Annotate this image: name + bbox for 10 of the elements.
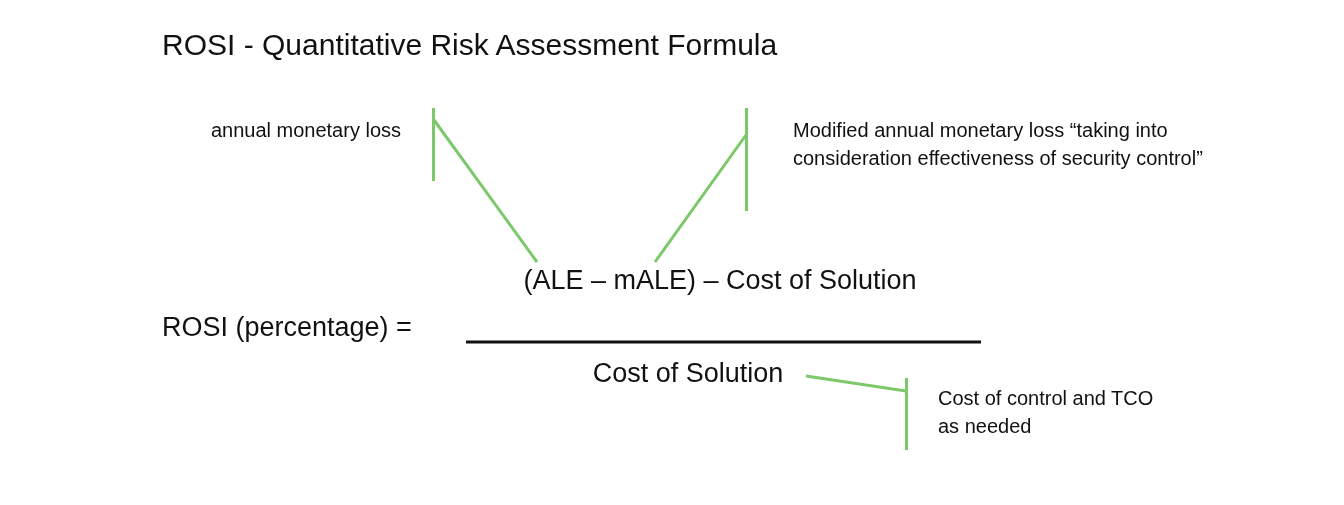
formula-numerator: (ALE – mALE) – Cost of Solution (480, 262, 960, 300)
callout-text: Modified annual monetary loss “taking into consideration effectiveness of security control” (745, 108, 1205, 211)
leader-line (805, 374, 907, 393)
formula-label: ROSI (percentage) = (162, 311, 412, 344)
leader-line (432, 119, 539, 263)
title: ROSI - Quantitative Risk Assessment Formula (162, 27, 778, 63)
callout-text: annual monetary loss (200, 108, 435, 181)
callout-text: Cost of control and TCO as needed (905, 378, 1155, 450)
formula-denominator: Cost of Solution (570, 355, 806, 393)
leader-line (653, 134, 748, 263)
